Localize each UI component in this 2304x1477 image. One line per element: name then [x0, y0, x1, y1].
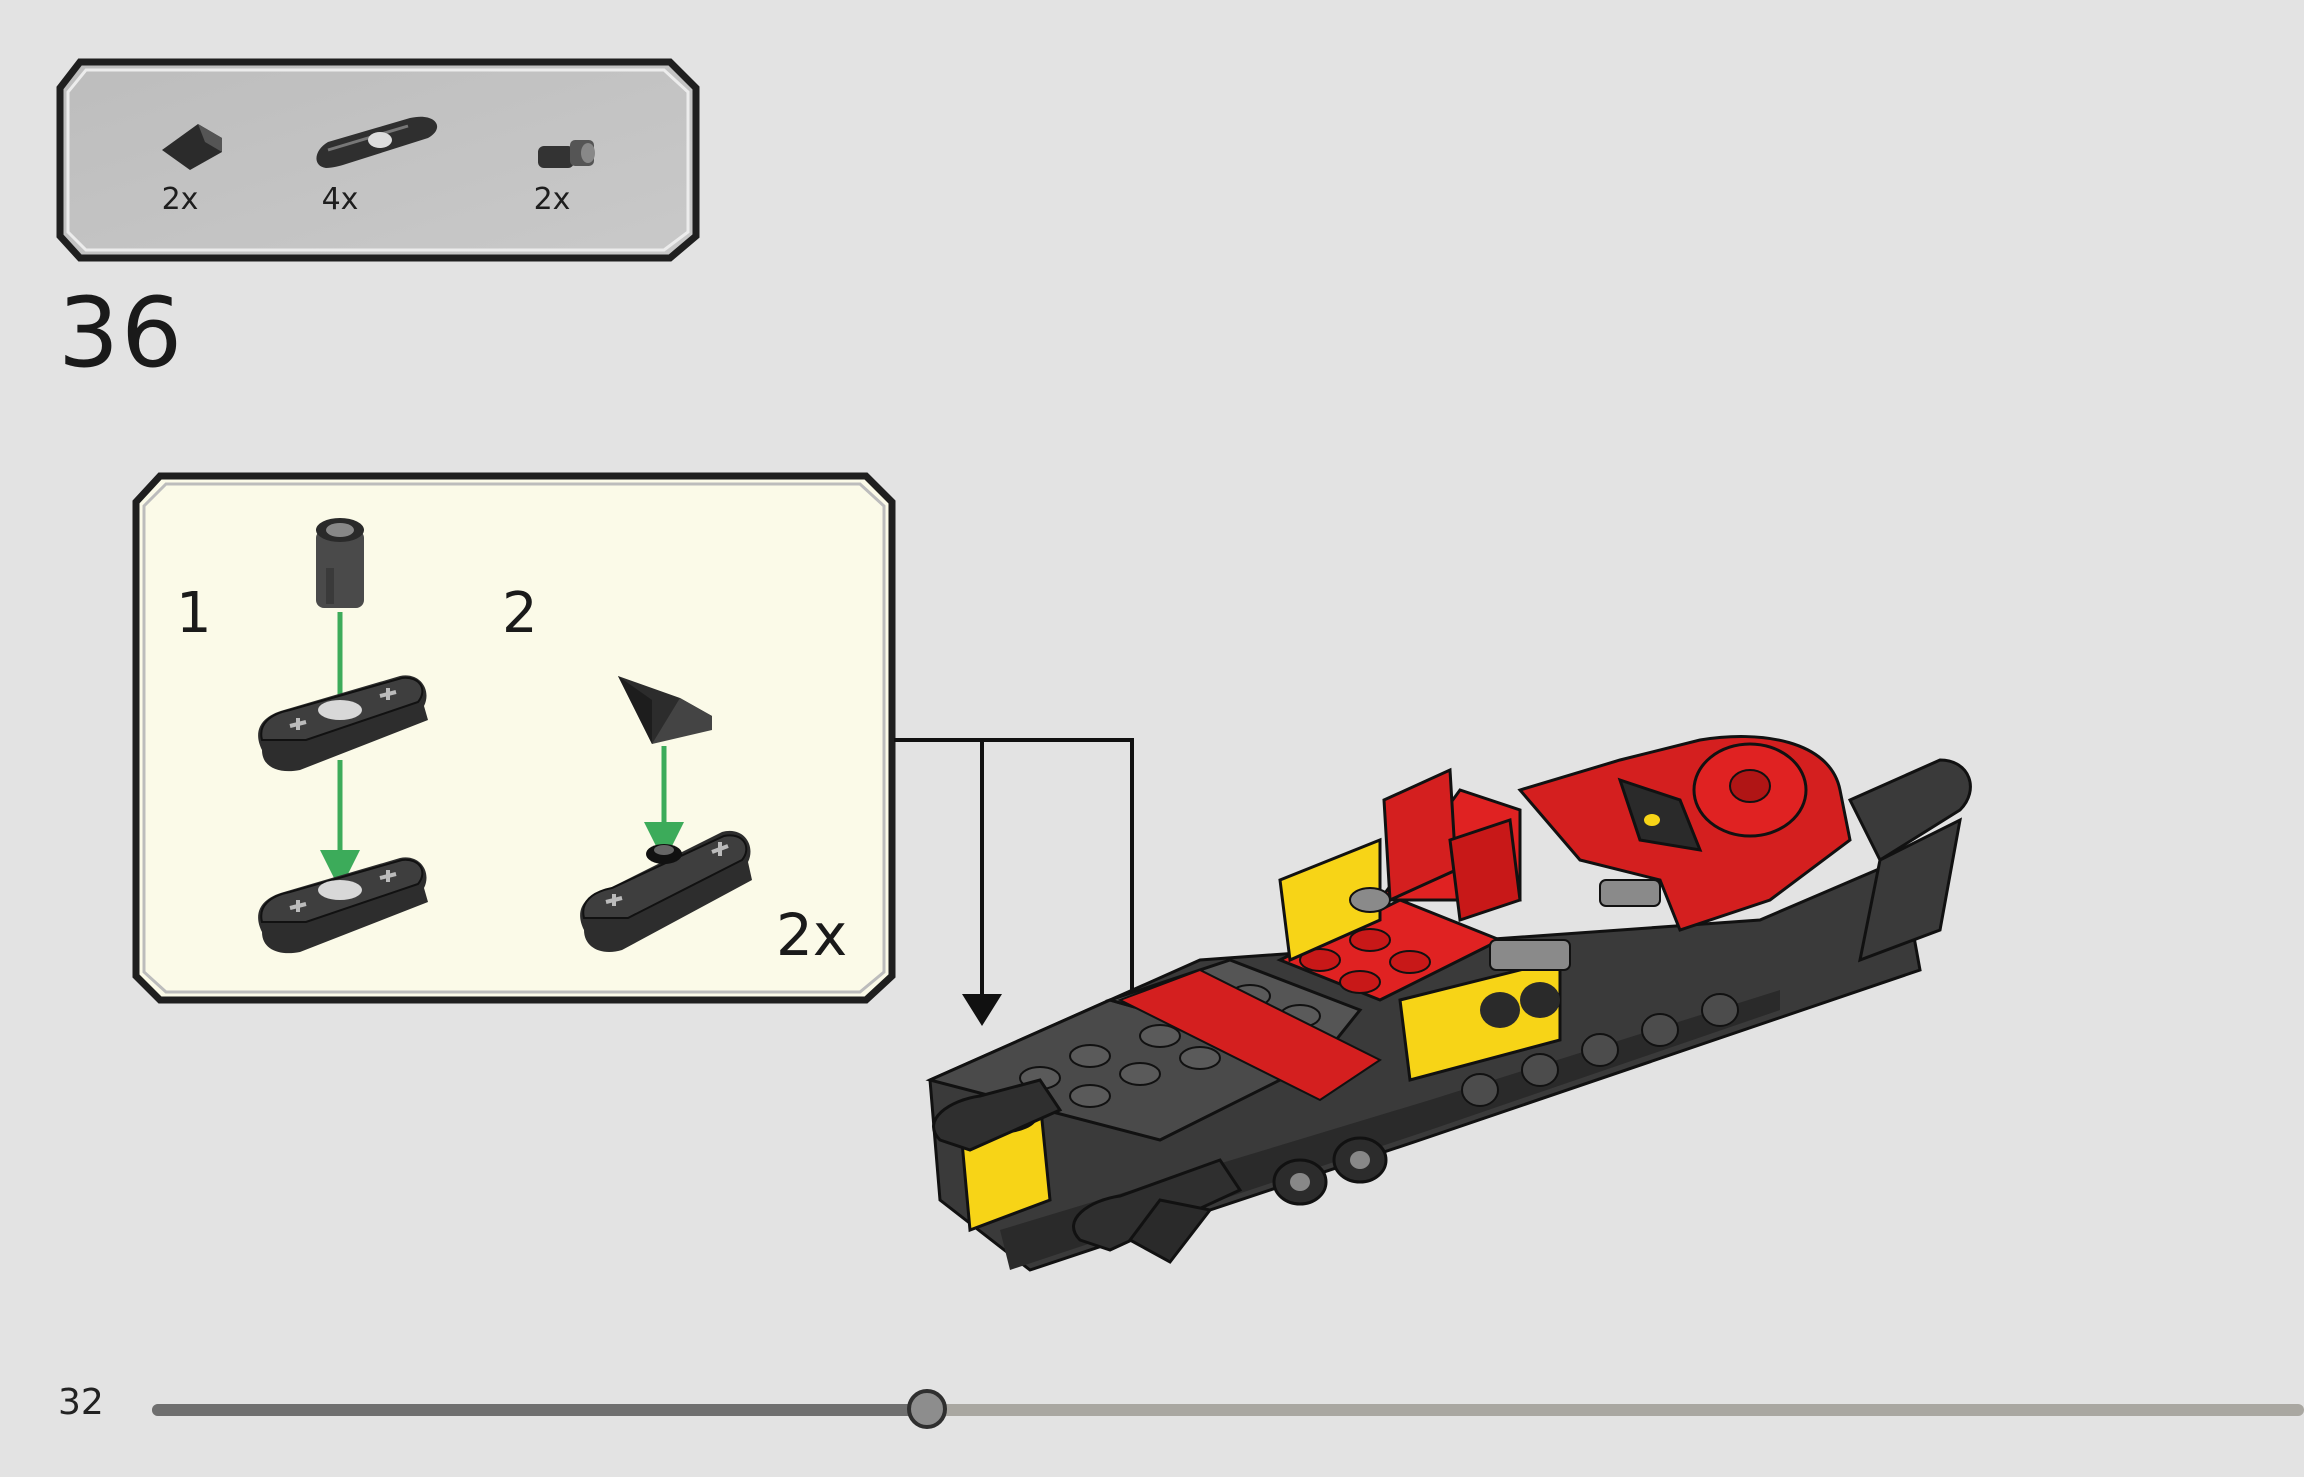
beam-with-pin-part — [580, 830, 752, 952]
step-number: 36 — [58, 277, 185, 389]
page-number: 32 — [58, 1382, 104, 1423]
parts-qty-pin: 2x — [533, 182, 571, 217]
sub-step-1-number: 1 — [176, 581, 212, 646]
technic-beam-icon — [316, 116, 438, 168]
sub-assembly-callout — [132, 472, 896, 1004]
progress-fill — [152, 1404, 927, 1416]
sub-assembly-multiplier: 2x — [776, 901, 848, 969]
progress-knob[interactable] — [906, 1389, 947, 1429]
sub-step-2-number: 2 — [502, 581, 538, 646]
rear-bodywork — [1517, 735, 1852, 932]
beam-part-bottom — [258, 857, 428, 954]
beam-part-top — [258, 675, 428, 772]
parts-qty-beam: 4x — [321, 182, 359, 217]
connector-pin-icon — [538, 140, 595, 168]
chassis-holes — [1461, 993, 1739, 1107]
grey-details — [1349, 879, 1661, 971]
model-illustration — [925, 735, 1972, 1272]
slope-brick-icon — [162, 124, 222, 170]
rear-beams — [1847, 758, 1972, 963]
parts-qty-slope: 2x — [161, 182, 199, 217]
slope-part — [618, 676, 712, 744]
progress-bar — [152, 1404, 2304, 1416]
red-body — [1276, 767, 1522, 1002]
parts-list-box — [56, 58, 700, 262]
pin-part — [316, 518, 364, 608]
yellow-side-block — [1278, 837, 1562, 1082]
